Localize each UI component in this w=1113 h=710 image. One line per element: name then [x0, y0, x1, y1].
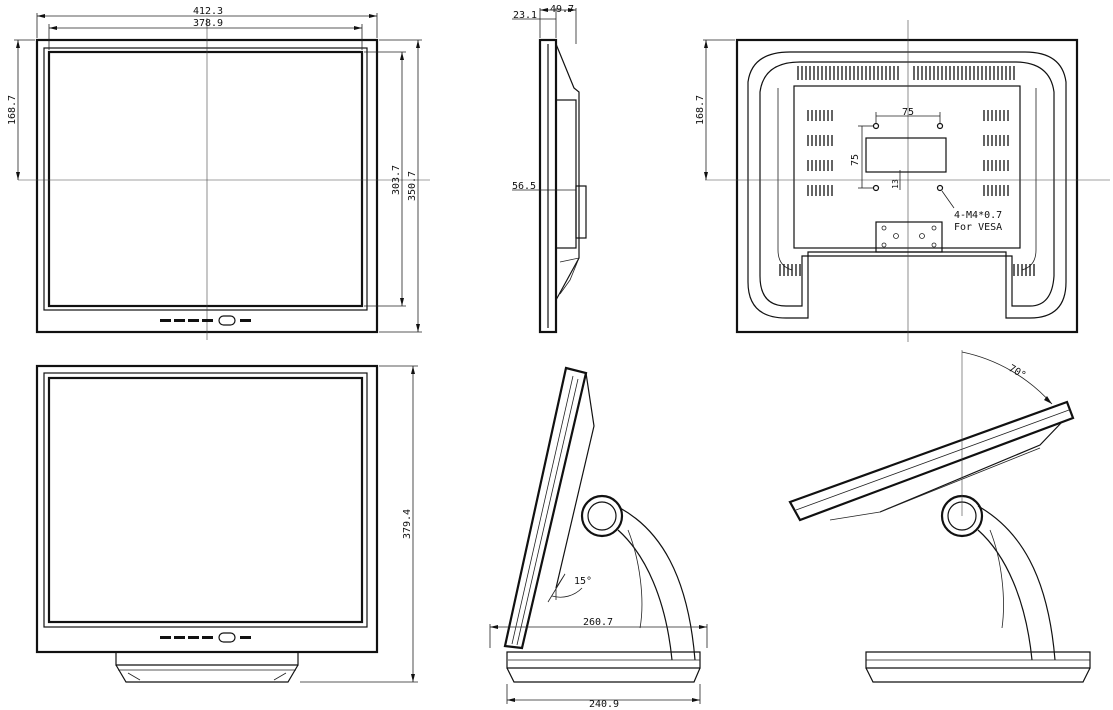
vesa-hole [872, 122, 880, 130]
side-total-depth-label: 49.7 [550, 4, 574, 15]
front-view: 412.3 378.9 168.7 303.7 350.7 [7, 6, 430, 340]
front-screen-height-label: 303.7 [391, 165, 402, 195]
stand-tilted-view: 70° [788, 350, 1091, 683]
front-screen-width-label: 378.9 [193, 18, 223, 29]
rear-bottom-vents [779, 264, 1035, 276]
stand-front-bezel [35, 364, 379, 654]
power-button [218, 315, 236, 326]
stand-side-arm-front [619, 507, 696, 661]
stand-side-arm-back [617, 529, 673, 661]
stand-front-screen-frame [43, 372, 368, 628]
stand-front-view: 379.4 [35, 364, 418, 683]
rear-outline [735, 38, 1079, 334]
side-bracket-depth-label: 56.5 [512, 181, 536, 192]
rear-half-height-label: 168.7 [695, 95, 706, 125]
side-rear-cover [555, 99, 577, 249]
rear-housing-inner [759, 61, 1055, 307]
tilted-angle-arc [961, 351, 1053, 405]
front-screen-area [47, 50, 364, 308]
tilted-arm-back [977, 529, 1033, 661]
stand-base-depth-bottom-label: 240.9 [589, 699, 619, 710]
rear-panel [793, 85, 1021, 249]
stand-front-buttons [160, 632, 251, 643]
vesa-note-line1: 4-M4*0.7 [954, 210, 1002, 221]
rear-top-vents [797, 66, 1015, 80]
rear-left-vents [807, 110, 833, 196]
stand-side-hinge [580, 494, 624, 538]
stand-front-base-top [115, 652, 299, 666]
stand-total-height-label: 379.4 [402, 509, 413, 539]
tilted-monitor [788, 400, 1075, 522]
front-control-buttons [160, 315, 251, 326]
stand-side-monitor [503, 366, 588, 650]
vesa-horizontal-label: 75 [902, 107, 914, 118]
stand-front-screen [47, 376, 364, 624]
stand-front-base [115, 664, 299, 683]
tilted-monitor-back [799, 421, 1063, 521]
front-overall-width-label: 412.3 [193, 6, 223, 17]
vesa-vertical-label: 75 [850, 154, 861, 166]
rear-stand-plate [875, 221, 943, 253]
side-front-thickness-label: 23.1 [513, 10, 537, 21]
front-half-height-label: 168.7 [7, 95, 18, 125]
front-overall-height-label: 350.7 [407, 171, 418, 201]
stand-side-monitor-back [555, 372, 595, 589]
vesa-mount: 75 75 13 4-M4*0.7 For VESA [850, 107, 1002, 233]
rear-view: 75 75 13 4-M4*0.7 For VESA 168.7 [695, 20, 1110, 342]
vesa-hole [936, 184, 944, 192]
vesa-note-line2: For VESA [954, 222, 1002, 233]
side-rear-housing [555, 43, 580, 301]
rear-housing-outer [747, 51, 1067, 319]
rear-right-vents [983, 110, 1009, 196]
vesa-offset-label: 13 [891, 179, 900, 189]
vesa-label-plate [865, 137, 947, 173]
vesa-hole [872, 184, 880, 192]
vesa-hole [936, 122, 944, 130]
side-view: 23.1 49.7 56.5 [512, 4, 587, 334]
stand-side-view: 15° 260.7 240.9 [489, 366, 708, 710]
tilted-arm-front [977, 505, 1056, 661]
stand-base-depth-top-label: 260.7 [583, 617, 613, 628]
front-screen-frame [43, 47, 368, 311]
side-mount-bracket [575, 185, 587, 239]
stand-tilt-back-angle-label: 15° [574, 576, 592, 587]
